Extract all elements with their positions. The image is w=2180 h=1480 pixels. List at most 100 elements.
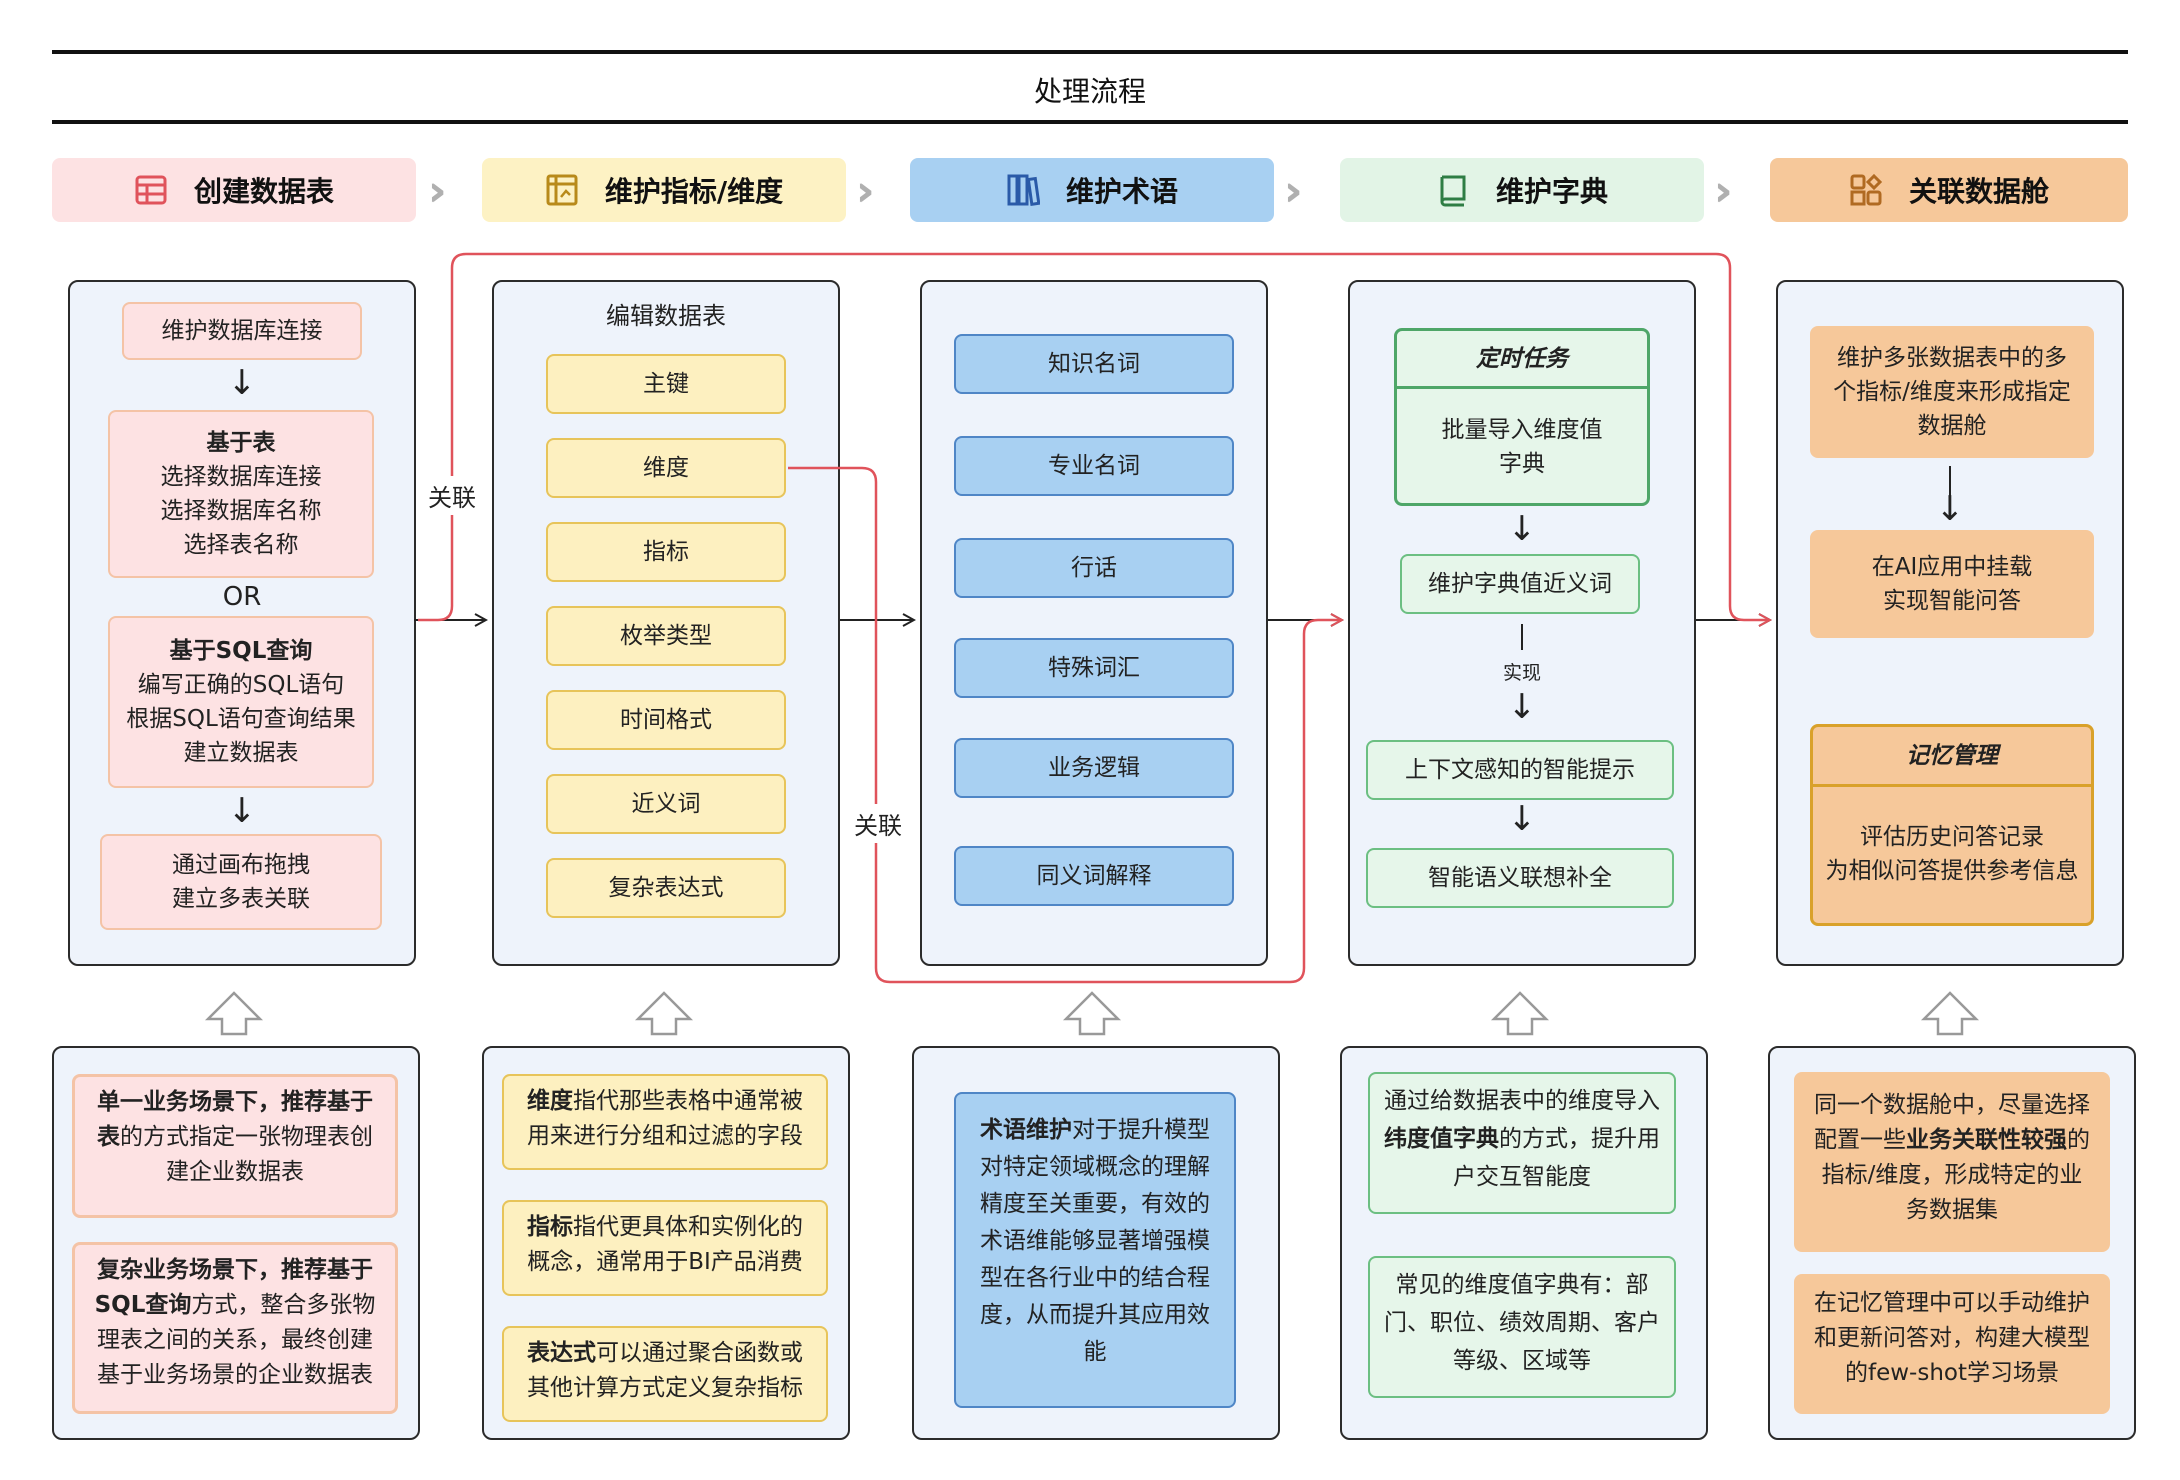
item-label: 维度	[643, 455, 689, 481]
note-bold: 术语维护	[980, 1117, 1072, 1143]
based-on-table-line: 选择表名称	[183, 532, 299, 558]
hollow-up-arrow-icon	[1920, 991, 1980, 1036]
title-bottom-rule	[52, 120, 2128, 124]
db-connection-box: 维护数据库连接	[122, 302, 362, 360]
step-label: 维护术语	[1065, 175, 1178, 208]
note-text: 的方式，提升用户交互智能度	[1453, 1126, 1660, 1190]
based-on-sql-line: 建立数据表	[183, 740, 299, 766]
panel-metrics-dimensions: 编辑数据表 主键 维度 指标 枚举类型 时间格式 近义词 复杂表达式	[492, 280, 840, 966]
note-text: 常见的维度值字典有：部门、职位、绩效周期、客户等级、区域等	[1384, 1272, 1660, 1374]
page-title: 处理流程	[1033, 75, 1146, 108]
memory-line: 为相似问答提供参考信息	[1825, 858, 2079, 884]
note-text: 可以通过聚合函数或其他计算方式定义复杂指标	[527, 1340, 803, 1401]
term-label: 特殊词汇	[1048, 655, 1140, 681]
multi-table-line: 个指标/维度来形成指定	[1833, 379, 2071, 405]
memory-line: 评估历史问答记录	[1860, 824, 2044, 850]
canvas-drag-line: 建立多表关联	[172, 886, 310, 912]
note-text: 在记忆管理中可以手动维护和更新问答对，构建大模型的few-shot学习场景	[1814, 1290, 2090, 1386]
arrow-down-icon: ↓	[1935, 489, 1965, 529]
title-top-rule	[52, 50, 2128, 54]
note-bold: 业务关联性较强	[1906, 1127, 2067, 1153]
table-icon	[134, 173, 168, 207]
arrow-down-icon: ↓	[1507, 509, 1537, 549]
relate-line-top	[418, 252, 1770, 620]
item-metric: 指标	[546, 522, 786, 582]
dictionary-icon	[1436, 173, 1470, 207]
note-bold: 指标	[527, 1214, 573, 1240]
smart-hint-box: 上下文感知的智能提示	[1366, 740, 1674, 800]
canvas-drag-box: 通过画布拖拽 建立多表关联	[100, 834, 382, 930]
step-relate-datacabin: 关联数据舱	[1770, 158, 2128, 222]
notes-create-table: 单一业务场景下，推荐基于表的方式指定一张物理表创建企业数据表 复杂业务场景下，推…	[52, 1046, 420, 1440]
based-on-sql-line: 编写正确的SQL语句	[137, 672, 345, 698]
item-label: 时间格式	[620, 707, 712, 733]
connector-line	[1949, 466, 1951, 516]
note-dict-common: 常见的维度值字典有：部门、职位、绩效周期、客户等级、区域等	[1368, 1256, 1676, 1398]
item-label: 枚举类型	[620, 623, 712, 649]
dict-synonym-label: 维护字典值近义词	[1428, 571, 1612, 597]
modules-icon	[1849, 173, 1883, 207]
item-primary-key: 主键	[546, 354, 786, 414]
note-text: 指代更具体和实例化的概念，通常用于BI产品消费	[527, 1214, 803, 1275]
note-metric: 指标指代更具体和实例化的概念，通常用于BI产品消费	[502, 1200, 828, 1296]
note-text: 对于提升模型对特定领域概念的理解精度至关重要，有效的术语维能够显著增强模型在各行…	[980, 1117, 1210, 1365]
based-on-sql-line: 根据SQL语句查询结果	[126, 706, 356, 732]
hollow-up-arrow-icon	[204, 991, 264, 1036]
step-maintain-terms: 维护术语	[910, 158, 1274, 222]
note-cabin-config: 同一个数据舱中，尽量选择配置一些业务关联性较强的指标/维度，形成特定的业务数据集	[1794, 1072, 2110, 1252]
arrow-down-icon: ↓	[227, 791, 257, 831]
item-label: 复杂表达式	[608, 875, 724, 901]
memory-title-text: 记忆管理	[1906, 742, 1998, 769]
relate-label-mid: 关联	[852, 804, 904, 843]
based-on-table-line: 选择数据库名称	[160, 498, 322, 524]
memory-title: 记忆管理	[1813, 727, 2091, 787]
memory-body: 评估历史问答记录 为相似问答提供参考信息	[1813, 789, 2091, 919]
multi-table-box: 维护多张数据表中的多 个指标/维度来形成指定 数据舱	[1810, 326, 2094, 458]
term-label: 业务逻辑	[1048, 755, 1140, 781]
multi-table-line: 维护多张数据表中的多	[1837, 345, 2067, 371]
term-knowledge-noun: 知识名词	[954, 334, 1234, 394]
db-connection-label: 维护数据库连接	[161, 318, 323, 344]
books-icon	[1006, 173, 1041, 207]
based-on-sql-title: 基于SQL查询	[169, 638, 313, 664]
based-on-table-title: 基于表	[206, 430, 276, 456]
connector-line	[1521, 624, 1523, 650]
note-text: 方式，整合多张物理表之间的关系，最终创建基于业务场景的企业数据表	[97, 1292, 376, 1388]
hollow-up-arrow-icon	[1490, 991, 1550, 1036]
step-label: 创建数据表	[193, 175, 334, 208]
chart-frame-icon	[545, 173, 579, 207]
panel-dictionary: 定时任务 批量导入维度值 字典 ↓ 维护字典值近义词 实现 ↓ 上下文感知的智能…	[1348, 280, 1696, 966]
scheduled-task-line: 字典	[1499, 451, 1545, 477]
term-special-vocab: 特殊词汇	[954, 638, 1234, 698]
item-complex-expression: 复杂表达式	[546, 858, 786, 918]
canvas-drag-line: 通过画布拖拽	[172, 852, 310, 878]
note-text: 的指标/维度，形成特定的业务数据集	[1821, 1127, 2090, 1223]
item-enum-type: 枚举类型	[546, 606, 786, 666]
edit-table-title: 编辑数据表	[606, 302, 726, 330]
note-text: 通过给数据表中的维度导入	[1384, 1088, 1660, 1114]
note-text: 指代那些表格中通常被用来进行分组和过滤的字段	[527, 1088, 803, 1149]
arrow-down-icon: ↓	[227, 363, 257, 403]
item-label: 指标	[643, 539, 689, 565]
step-create-table: 创建数据表	[52, 158, 416, 222]
panel-create-table: 维护数据库连接 ↓ 基于表 选择数据库连接 选择数据库名称 选择表名称 OR 基…	[68, 280, 416, 966]
term-jargon: 行话	[954, 538, 1234, 598]
term-label: 同义词解释	[1036, 863, 1152, 889]
step-maintain-metrics: 维护指标/维度	[482, 158, 846, 222]
step-maintain-dictionary: 维护字典	[1340, 158, 1704, 222]
item-label: 主键	[643, 371, 689, 397]
step-label: 关联数据舱	[1908, 175, 2049, 208]
smart-hint-label: 上下文感知的智能提示	[1405, 757, 1635, 783]
arrow-down-icon: ↓	[1507, 687, 1537, 727]
hollow-up-arrow-icon	[634, 991, 694, 1036]
note-expression: 表达式可以通过聚合函数或其他计算方式定义复杂指标	[502, 1326, 828, 1422]
ai-mount-line: 实现智能问答	[1883, 588, 2021, 614]
notes-datacabin: 同一个数据舱中，尽量选择配置一些业务关联性较强的指标/维度，形成特定的业务数据集…	[1768, 1046, 2136, 1440]
scheduled-task-body: 批量导入维度值 字典	[1397, 393, 1647, 501]
item-label: 近义词	[631, 791, 701, 817]
notes-terms: 术语维护对于提升模型对特定领域概念的理解精度至关重要，有效的术语维能够显著增强模…	[912, 1046, 1280, 1440]
step-label: 维护指标/维度	[604, 175, 784, 208]
panel-terms: 知识名词 专业名词 行话 特殊词汇 业务逻辑 同义词解释	[920, 280, 1268, 966]
term-label: 行话	[1071, 555, 1117, 581]
